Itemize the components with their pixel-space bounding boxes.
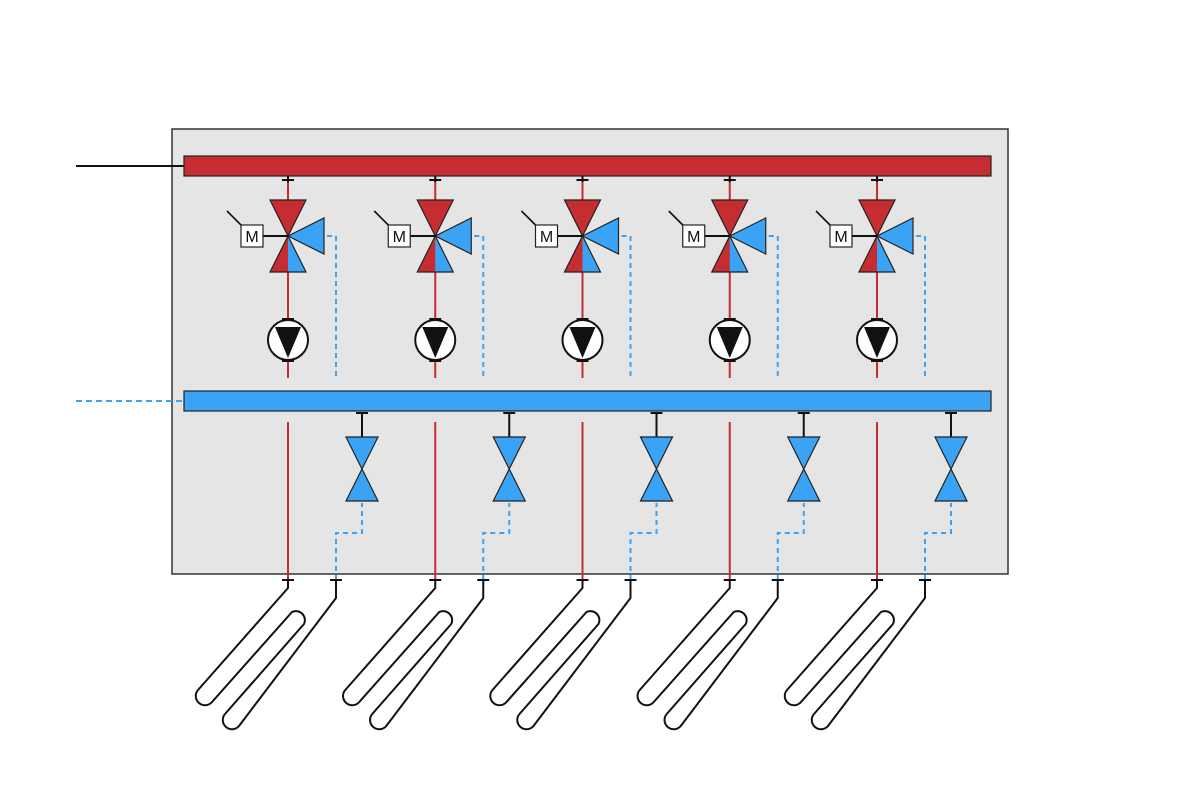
valve-bottom-outline [710,234,749,273]
bypass-return-pipe [759,235,779,378]
valve-bottom-outline [563,234,602,273]
pump-arrow [864,327,890,358]
actuator-signal-line [373,210,389,226]
heating-loop-path [342,581,485,731]
supply-manifold [183,155,992,177]
circuit-2: M [373,176,527,581]
three-way-mixing-valve-icon [710,199,767,273]
actuator-signal-line [815,210,831,226]
actuator-box [534,224,559,248]
balancing-valve-upper [492,436,527,471]
circulation-pump-icon [414,318,457,362]
balancing-valve-upper [786,436,821,471]
balancing-valve-icon [786,412,821,502]
underfloor-heating-loop-icon [489,581,632,731]
actuator-box [240,224,264,248]
valve-top-triangle [858,199,896,238]
valve-top-triangle [710,199,749,238]
circuit-3: M [520,176,674,581]
balancing-valve-lower [786,467,821,502]
valve-side-triangle [581,217,620,255]
balancing-valve-lower [934,467,968,502]
motor-actuator-icon: M [668,210,730,248]
valve-top-triangle [563,199,602,238]
pump-arrow [716,327,743,358]
motor-actuator-icon: M [520,210,583,248]
circulation-pump-icon [708,318,751,362]
pump-arrow [569,327,596,358]
motor-actuator-icon: M [815,210,877,248]
balancing-valve-upper [934,436,968,471]
three-way-mixing-valve-icon [858,199,914,273]
actuator-signal-line [520,210,537,226]
actuator-box [387,224,411,248]
circuit-4: M [668,176,821,581]
motor-actuator-icon: M [373,210,436,248]
bypass-return-pipe [612,235,632,378]
balancing-valve-upper [639,436,674,471]
heating-loop-path [636,581,779,731]
actuator-signal-line [668,210,684,226]
balancing-valve-icon [492,412,527,502]
valve-bottom-outline [858,234,896,273]
balancing-valve-icon [934,412,968,502]
balancing-valve-lower [492,467,527,502]
pump-arrow [275,327,301,358]
three-way-mixing-valve-icon [563,199,620,273]
underfloor-heating-loop-icon [194,581,337,731]
balancing-valve-icon [639,412,674,502]
loop-layer [194,581,926,731]
valve-top-triangle [269,199,307,238]
balancing-valve-lower [345,467,379,502]
circulation-pump-icon [856,318,898,362]
bypass-return-pipe [465,235,485,378]
balancing-valve-upper [345,436,379,471]
bypass-return-pipe [318,235,337,378]
heating-loop-path [783,581,926,731]
actuator-label: M [540,229,553,246]
underfloor-heating-loop-icon [783,581,926,731]
underfloor-heating-loop-icon [342,581,485,731]
valve-bottom-outline [416,234,455,273]
valve-bottom-outline [269,234,307,273]
heating-loop-path [194,581,337,731]
bypass-return-pipe [907,235,926,378]
valve-top-triangle [416,199,455,238]
three-way-mixing-valve-icon [416,199,472,273]
actuator-box [829,224,853,248]
circuit-1: M [226,176,379,581]
circulation-pump-icon [561,318,604,362]
actuator-signal-line [226,210,242,226]
manifold-layer [183,155,992,412]
valve-side-triangle [433,217,472,255]
motor-actuator-icon: M [226,210,288,248]
valve-side-triangle [875,217,914,255]
actuator-label: M [393,229,406,246]
actuator-box [682,224,706,248]
actuator-label: M [834,229,847,246]
circuit-5: M [815,176,968,581]
return-manifold [183,390,992,412]
circulation-pump-icon [267,318,309,362]
valve-side-triangle [728,217,767,255]
three-way-mixing-valve-icon [269,199,325,273]
actuator-label: M [245,229,258,246]
balancing-valve-icon [345,412,379,502]
actuator-label: M [687,229,700,246]
balancing-valve-lower [639,467,674,502]
underfloor-heating-loop-icon [636,581,779,731]
valve-side-triangle [286,217,325,255]
pump-arrow [422,327,449,358]
heating-loop-path [489,581,632,731]
